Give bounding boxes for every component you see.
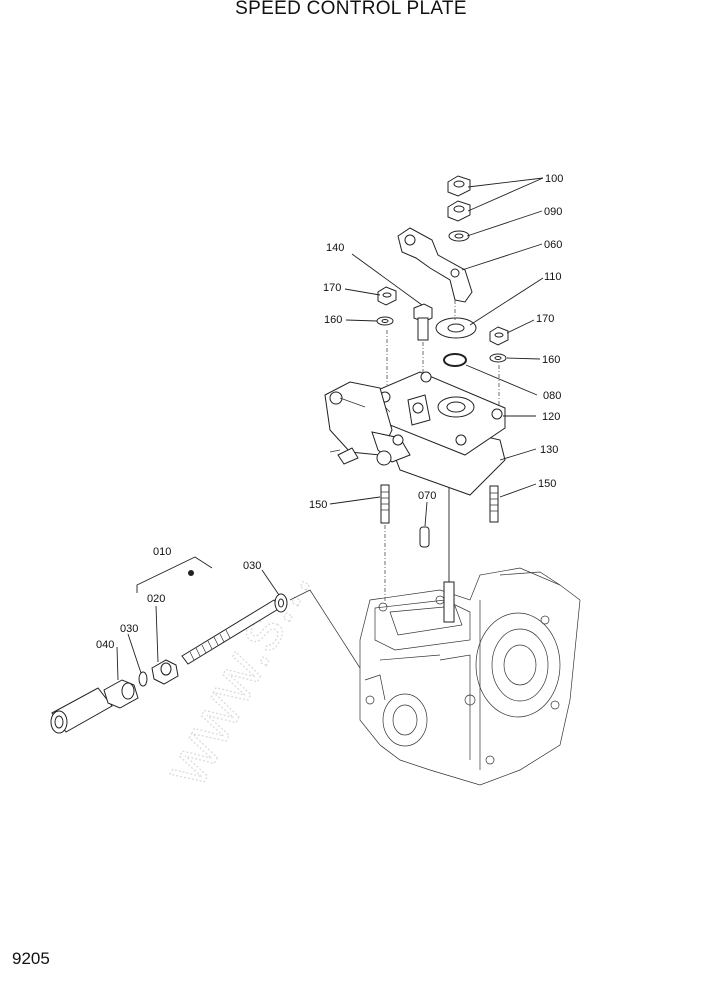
callout-060: 060 [544, 239, 562, 251]
adjusting-rod-assembly [50, 556, 288, 734]
callout-100: 100 [545, 173, 563, 185]
engine-block [359, 470, 581, 786]
callout-140: 140 [326, 242, 344, 254]
callout-010: 010 [153, 546, 171, 558]
callout-170-left: 170 [323, 282, 341, 294]
callout-030-lower: 030 [120, 623, 138, 635]
assembly-lines [289, 300, 500, 669]
callout-160-right: 160 [542, 354, 560, 366]
page-number: 9205 [12, 949, 50, 968]
callout-150-right: 150 [538, 478, 556, 490]
callout-040: 040 [96, 639, 114, 651]
callout-030-upper: 030 [243, 560, 261, 572]
page-title: SPEED CONTROL PLATE [235, 0, 467, 19]
upper-fasteners [376, 175, 509, 367]
leader-lines [116, 177, 544, 681]
callout-020: 020 [147, 593, 165, 605]
control-plate [324, 371, 506, 548]
callout-160-left: 160 [324, 314, 342, 326]
callout-070: 070 [418, 490, 436, 502]
callout-labels: 100 090 060 140 110 170 170 160 160 080 … [96, 173, 563, 651]
callout-080: 080 [543, 390, 561, 402]
callout-150-left: 150 [309, 499, 327, 511]
callout-120: 120 [542, 411, 560, 423]
callout-170-right: 170 [536, 313, 554, 325]
callout-090: 090 [544, 206, 562, 218]
callout-130: 130 [540, 444, 558, 456]
callout-110: 110 [544, 271, 562, 283]
